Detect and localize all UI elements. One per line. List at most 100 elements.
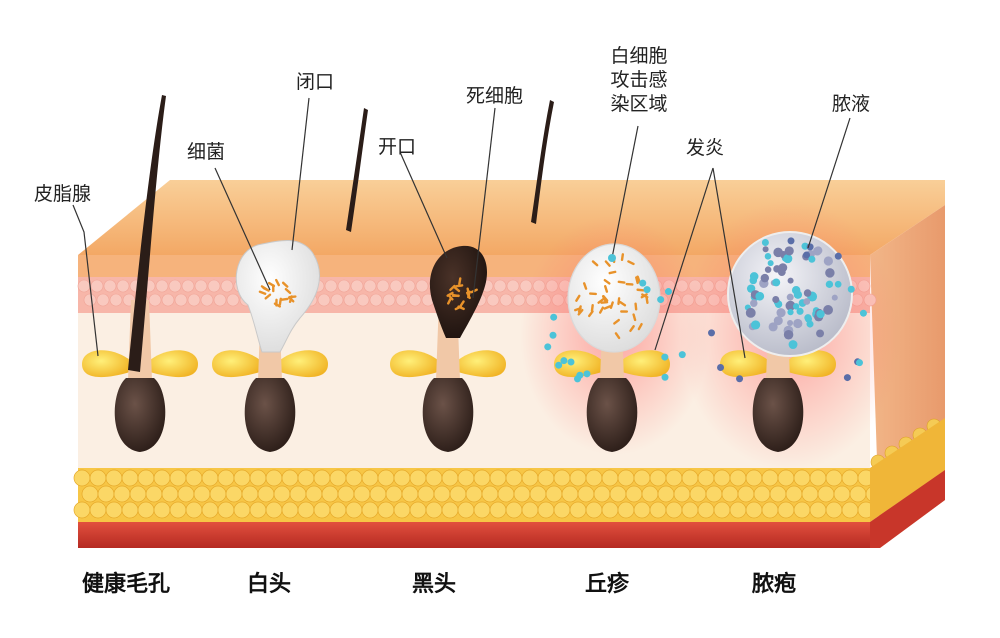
fat-cell: [137, 501, 155, 519]
fat-cell: [337, 485, 355, 503]
bacterium: [603, 278, 611, 285]
fat-cell: [361, 501, 379, 519]
fat-cell: [529, 485, 547, 503]
papillary-cell: [161, 293, 175, 307]
label-inflammation: 发炎: [686, 137, 725, 159]
pus-cell: [787, 309, 794, 316]
fat-cell: [433, 485, 451, 503]
papillary-cell: [330, 293, 344, 307]
papillary-cell: [213, 293, 227, 307]
fat-cell: [113, 485, 131, 503]
immune-cell: [736, 375, 744, 383]
papillary-cell: [207, 279, 221, 293]
fat-cell: [721, 485, 739, 503]
fat-cell: [689, 485, 707, 503]
fat-cell: [89, 469, 107, 487]
fat-cell: [281, 501, 299, 519]
fat-cell: [489, 501, 507, 519]
immune-cell: [806, 243, 814, 251]
fat-cell: [833, 485, 851, 503]
immune-cell: [808, 255, 816, 263]
fat-cell: [137, 469, 155, 487]
bacterium: [635, 276, 639, 285]
bacterium: [591, 260, 599, 267]
white-blood-cell: [678, 351, 686, 359]
fat-cell: [761, 501, 779, 519]
pus-cell: [788, 340, 798, 350]
pus-cell: [816, 329, 825, 338]
hair-bulb: [586, 378, 638, 452]
papillary-cell: [408, 293, 422, 307]
fat-cell: [153, 501, 171, 519]
papillary-cell: [174, 293, 188, 307]
fat-cell: [193, 485, 211, 503]
bacterium: [273, 302, 282, 308]
immune-cell: [859, 309, 867, 317]
fat-cell: [601, 469, 619, 487]
fat-cells: [73, 418, 942, 519]
pus-cell: [760, 273, 770, 283]
stage-label-healthy: 健康毛孔: [82, 572, 171, 597]
bacterium: [636, 275, 641, 284]
hair-bulb: [114, 378, 166, 452]
fat-cell: [153, 469, 171, 487]
bacterium: [637, 322, 643, 331]
fat-cell: [521, 469, 539, 487]
white-blood-cell: [550, 313, 558, 321]
pus-cell: [834, 280, 842, 288]
bacterium: [284, 287, 292, 295]
immune-cell: [708, 329, 716, 337]
fat-cell: [545, 485, 563, 503]
fat-cell: [449, 485, 467, 503]
white-blood-cell: [643, 286, 651, 294]
bacterium: [258, 290, 267, 295]
pus-cell: [784, 246, 794, 256]
fat-cell: [841, 469, 859, 487]
pus-cell: [767, 260, 774, 267]
bacterium: [467, 290, 471, 299]
pus-cell: [793, 290, 803, 299]
fat-cell: [89, 501, 107, 519]
pus-cell: [813, 246, 822, 256]
sebaceous-gland-left: [390, 350, 438, 378]
bacterium: [636, 288, 645, 292]
fat-cell: [81, 485, 99, 503]
fat-cell: [793, 469, 811, 487]
label-open: 开口: [378, 136, 417, 158]
pus-cell: [787, 277, 794, 284]
papillary-cell: [499, 293, 513, 307]
fat-cell: [225, 485, 243, 503]
fat-cell: [713, 501, 731, 519]
papillary-cell: [181, 279, 195, 293]
label-wbc-area: 白细胞 攻击感 染区域: [606, 44, 672, 116]
bacterium: [627, 260, 635, 266]
pus-cell: [825, 280, 834, 288]
bacterium: [620, 253, 625, 262]
fat-cell: [569, 469, 587, 487]
papillary-cell: [77, 279, 91, 293]
pus-cell: [750, 299, 758, 307]
pus-cell: [783, 254, 793, 264]
fat-cell: [169, 501, 187, 519]
pus-cell: [803, 289, 812, 297]
fat-cell: [281, 469, 299, 487]
white-blood-cell: [544, 343, 552, 351]
fat-cell: [537, 469, 555, 487]
label-dead-cells: 死细胞: [466, 85, 524, 107]
bacterium: [620, 310, 629, 313]
fat-cell: [505, 501, 523, 519]
papillary-cell: [343, 293, 357, 307]
bacterium: [600, 300, 609, 304]
pus-cell: [772, 296, 780, 304]
fat-cell: [305, 485, 323, 503]
fat-cell: [513, 485, 531, 503]
fat-cell: [849, 485, 867, 503]
fat-cell: [569, 501, 587, 519]
white-blood-cell: [555, 361, 563, 369]
fat-cell: [457, 469, 475, 487]
papillary-cell: [415, 279, 429, 293]
bacterium: [604, 260, 611, 267]
fat-cell: [257, 485, 275, 503]
fat-cell: [425, 469, 443, 487]
